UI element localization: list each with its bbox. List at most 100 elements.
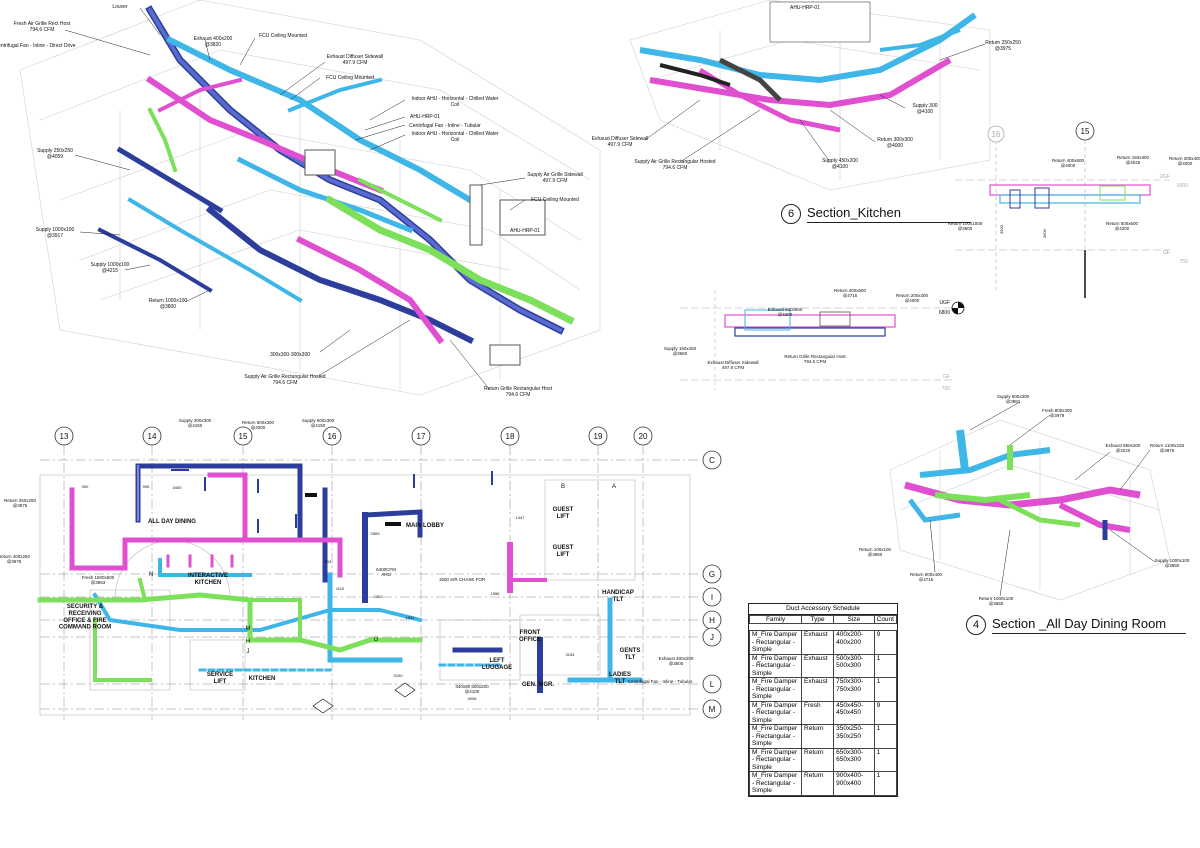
iso-label: Supply 600x300@3981 (997, 394, 1030, 404)
dimension: 3400 (173, 485, 183, 490)
dimension: 900 (82, 484, 89, 489)
schedule-cell-size: 450x450-450x450 (833, 700, 875, 725)
iso-label: Centrifugal Fan - Inline - Direct Drive (0, 43, 76, 49)
schedule-cell-type: Exhaust (801, 677, 835, 702)
iso-label: Supply 1000x100@3650 (1155, 558, 1190, 568)
schedule-cell-size: 400x200-400x200 (833, 630, 875, 655)
duct-section (724, 309, 896, 337)
section-view-grid-15: 16 15 Return 400x600@4000 Return 150x300… (948, 121, 1200, 300)
level-marker-fill (952, 302, 964, 314)
iso-label: Supply 450x200@4100 (822, 158, 858, 170)
grid-label: 16 (328, 432, 337, 441)
plan-label: Supply 600x300@4150 (302, 418, 335, 428)
schedule-cell-size: 500x300-500x300 (833, 653, 875, 678)
iso-label: Supply 250x250@4059 (37, 148, 73, 160)
schedule-cell-size: 350x250-350x250 (833, 724, 875, 749)
level-name: UGF (1159, 174, 1170, 180)
grid-label: 13 (60, 432, 69, 441)
room-name: MAIN LOBBY (406, 523, 444, 529)
dimension: 3900 (999, 224, 1004, 234)
section-number: 6 (781, 204, 801, 224)
iso-label: FCU Ceiling Mounted (259, 33, 307, 39)
dimensions: 3900 3600 (999, 224, 1047, 238)
iso-label: AHU-HRP-01 (790, 5, 820, 11)
column-header: Family (748, 614, 803, 624)
room-name: ALL DAY DINING (148, 519, 196, 525)
dimension: 1110 (336, 586, 345, 591)
room-tag: M (246, 626, 251, 632)
iso-label: Return 100x100@3950 (859, 547, 892, 557)
dimension: 3154 (566, 652, 576, 657)
schedule-cell-type: Return (801, 747, 835, 772)
column-grid-bubbles (54, 426, 653, 446)
iso-label: Exhaust 850x200@3220 (1106, 443, 1141, 453)
level-tags: UGF 6800 GF 750 (939, 300, 950, 392)
leader-lines (929, 401, 1156, 597)
dimension: 903 (325, 559, 332, 564)
iso-label: Return 300x300@4000 (877, 137, 913, 149)
row-grid-bubbles (702, 450, 722, 719)
isometric-view-kitchen: AHU-HRP-01 Return 250x250@3975 Supply 30… (592, 0, 1021, 191)
level-tags: UGF 6000 GF 750 (1159, 174, 1188, 265)
duct-network (639, 12, 977, 133)
iso-label: Supply 300@4100 (912, 103, 937, 115)
schedule-cell-family: M_Fire Damper - Rectangular - Simple (748, 771, 803, 796)
plan-label: Supply 300x300@4150 (179, 418, 212, 428)
level-name: UGF (939, 300, 950, 306)
dimension: 1447 (516, 515, 526, 520)
iso-label: FCU Ceiling Mounted (326, 75, 374, 81)
section-cut-markers (305, 493, 416, 714)
isometric-view-dining: Supply 600x300@3981 Fresh 800x300@3979 E… (859, 394, 1190, 606)
plan-label: Exhaust 400x200@3600 (659, 656, 694, 666)
schedule-cell-count: 9 (873, 630, 898, 655)
iso-label: FCU Ceiling Mounted (531, 197, 579, 203)
schedule-cell-size: 750x300-750x300 (833, 677, 875, 702)
grid-bubble (987, 125, 1005, 143)
schedule-cell-type: Exhaust (801, 630, 835, 655)
leader-lines (644, 43, 986, 163)
room-tag: H (246, 639, 250, 645)
grid-label: 18 (506, 432, 515, 441)
grid-label: L (710, 680, 715, 689)
schedule-title: Duct Accessory Schedule (749, 604, 897, 615)
grid-bubble (1075, 121, 1095, 141)
duct-section (989, 184, 1151, 209)
room-name: GEN. MGR. (522, 682, 554, 688)
schedule-cell-family: M_Fire Damper - Rectangular - Simple (748, 700, 803, 725)
section-label: Return 200x400@4000 (896, 293, 929, 303)
duct-accessory-schedule: Duct Accessory Schedule Family Type Size… (748, 603, 898, 797)
sec15-labels: Return 400x600@4000 Return 150x300@4025 … (948, 155, 1200, 231)
section-label: Return 400x600@4000 (1052, 158, 1085, 168)
section-name: Section _All Day Dining Room (992, 616, 1187, 634)
grid-label: M (709, 705, 716, 714)
room-tag: J (247, 649, 250, 655)
room-tag: B (561, 484, 565, 490)
schedule-cell-family: M_Fire Damper - Rectangular - Simple (748, 630, 803, 655)
schedule-cell-type: Return (801, 771, 835, 796)
grid-label: H (709, 616, 715, 625)
dimension: 2202 (374, 594, 384, 599)
duct-network (904, 429, 1141, 540)
iso-label: Return 1000x100@3800 (149, 298, 188, 310)
level-elevation: 750 (1180, 259, 1189, 265)
section-label: Return 400x600@4715 (834, 288, 867, 298)
level-lines (680, 290, 955, 390)
duct-network (97, 5, 575, 366)
section-view-middle: Return 400x600@4715 Return 200x400@4000 … (664, 288, 965, 392)
schedule-cell-family: M_Fire Damper - Rectangular - Simple (748, 677, 803, 702)
section-label: Return 300x400@4000 (1169, 156, 1200, 166)
grid-label: 19 (594, 432, 603, 441)
dimension: 2569 (371, 531, 381, 536)
